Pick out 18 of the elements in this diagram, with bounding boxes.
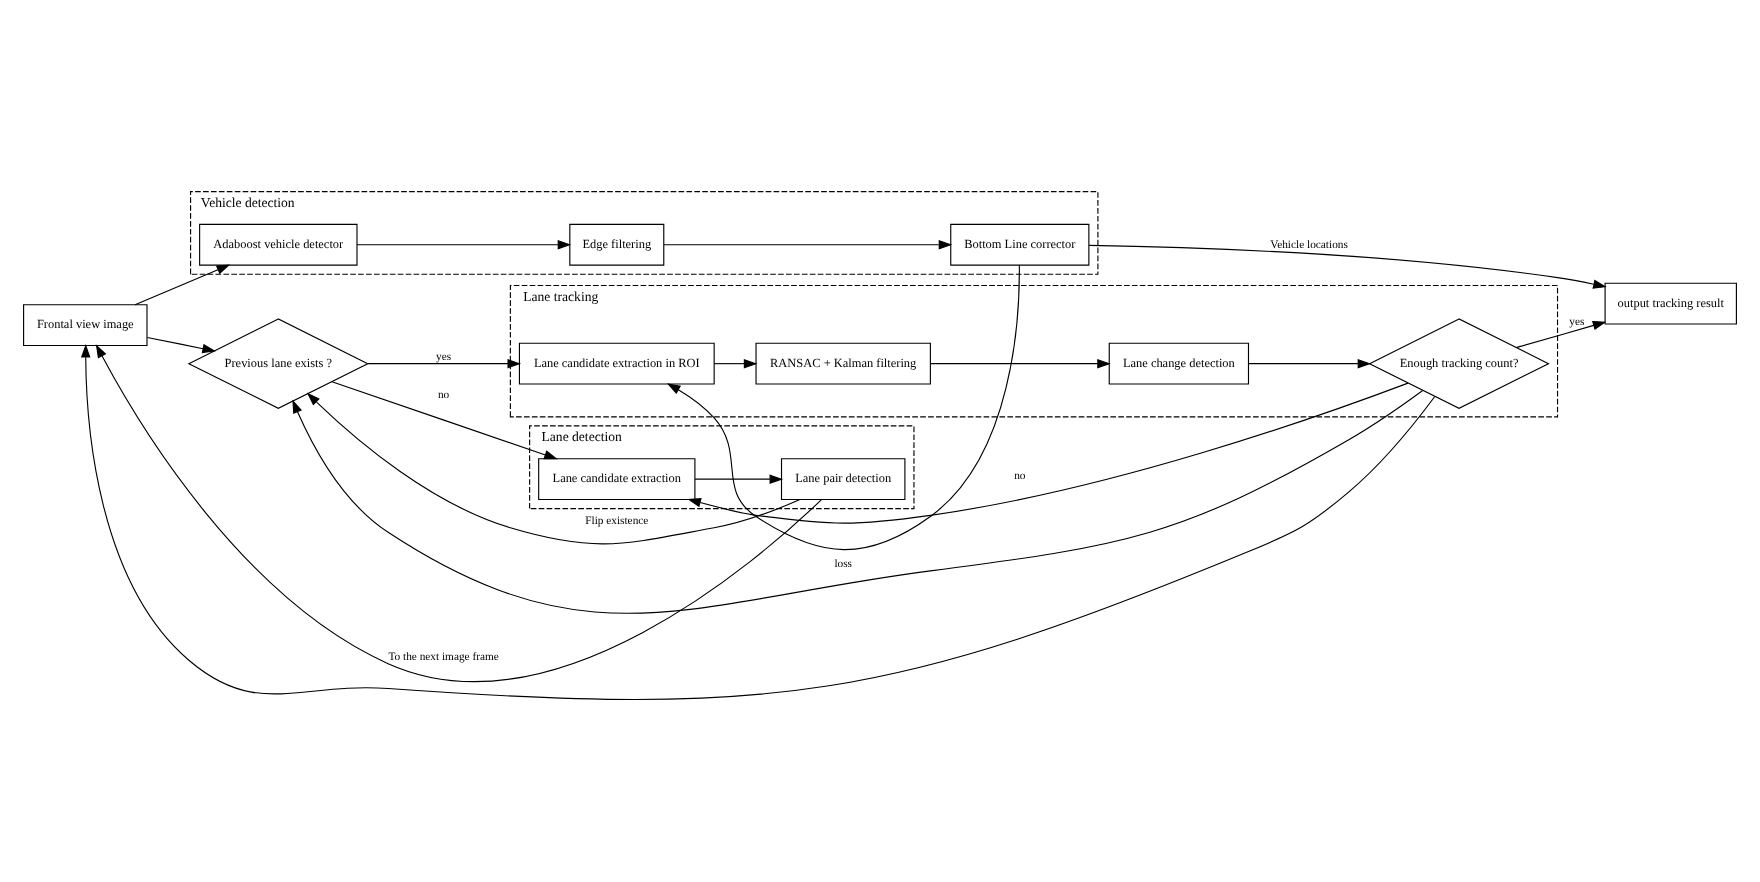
arrow xyxy=(930,358,1111,369)
arrow xyxy=(367,358,522,369)
arrow xyxy=(666,264,1020,551)
arrow xyxy=(331,381,558,460)
arrow xyxy=(95,344,823,683)
arrow xyxy=(80,344,1436,701)
arrow xyxy=(687,382,1409,524)
arrow xyxy=(306,392,801,545)
arrow xyxy=(292,389,1424,614)
arrow xyxy=(663,240,953,250)
arrow xyxy=(1248,358,1372,369)
arrow xyxy=(1516,320,1607,348)
arrow xyxy=(694,474,784,484)
arrow xyxy=(356,240,572,250)
arrow xyxy=(1088,244,1607,289)
arrow xyxy=(134,264,231,306)
arrow xyxy=(146,336,216,354)
arrow xyxy=(713,358,758,369)
